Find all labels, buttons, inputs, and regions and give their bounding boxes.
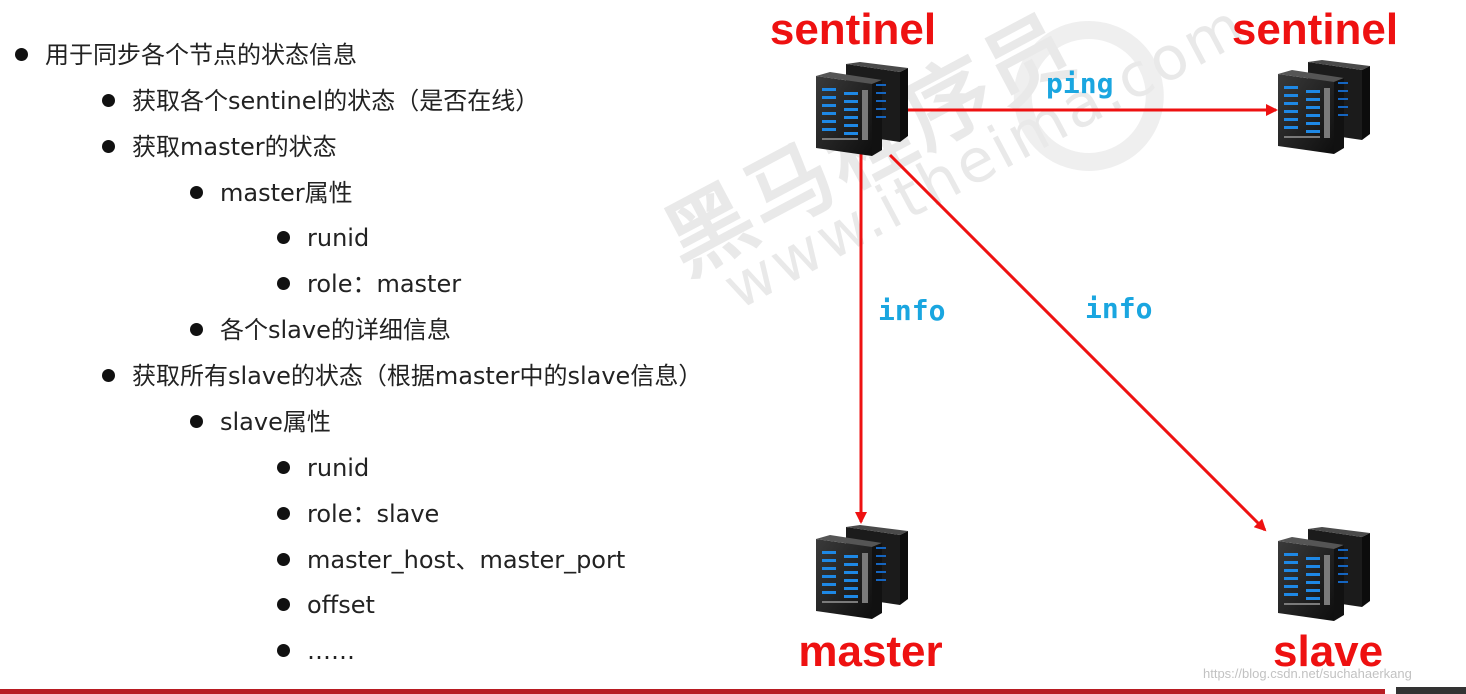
master-server-icon — [816, 525, 908, 619]
bullet-text: …… — [307, 637, 355, 665]
edge-label-info-master: info — [878, 294, 946, 327]
bullet-item: …… — [277, 634, 355, 668]
bullet-dot-icon — [277, 598, 290, 611]
bullet-dot-icon — [190, 323, 203, 336]
bullet-text: 获取各个sentinel的状态（是否在线） — [132, 87, 540, 115]
bullet-text: role：slave — [307, 500, 440, 528]
bullet-item: 各个slave的详细信息 — [190, 313, 451, 347]
bullet-item: master_host、master_port — [277, 543, 625, 577]
node-label-sentinel-b: sentinel — [1231, 5, 1399, 54]
bullet-item: 获取所有slave的状态（根据master中的slave信息） — [102, 359, 702, 393]
bullet-item: 用于同步各个节点的状态信息 — [15, 38, 357, 72]
bullet-text: 用于同步各个节点的状态信息 — [45, 41, 357, 69]
bullet-dot-icon — [190, 186, 203, 199]
bullet-dot-icon — [102, 369, 115, 382]
sentinel-a-server-icon — [816, 62, 908, 156]
bullet-text: runid — [307, 454, 370, 482]
bullet-item: runid — [277, 451, 369, 485]
bullet-dot-icon — [277, 277, 290, 290]
edge-label-info-slave: info — [1085, 292, 1153, 325]
bullet-dot-icon — [102, 94, 115, 107]
node-label-sentinel-a: sentinel — [769, 5, 937, 54]
bullet-item: master属性 — [190, 176, 353, 210]
bullet-text: 各个slave的详细信息 — [220, 316, 451, 344]
bullet-dot-icon — [277, 644, 290, 657]
footer-bar — [0, 689, 1385, 694]
footer-corner — [1396, 687, 1466, 694]
bullet-text: role：master — [307, 270, 462, 298]
bullet-item: runid — [277, 221, 369, 255]
bullet-dot-icon — [277, 507, 290, 520]
node-label-master: master — [798, 627, 943, 676]
slave-server-icon — [1278, 527, 1370, 621]
bullet-item: 获取master的状态 — [102, 130, 337, 164]
edge-label-ping: ping — [1046, 67, 1114, 100]
bullet-text: runid — [307, 224, 370, 252]
bullet-text: 获取master的状态 — [132, 133, 337, 161]
bullet-dot-icon — [277, 461, 290, 474]
node-label-slave: slave — [1273, 627, 1384, 676]
source-credit: https://blog.csdn.net/suchahaerkang — [1203, 666, 1412, 681]
bullet-item: slave属性 — [190, 405, 331, 439]
bullet-text: master_host、master_port — [307, 546, 626, 574]
bullet-text: master属性 — [220, 179, 353, 207]
bullet-item: role：master — [277, 267, 461, 301]
edge-info-slave-arrow — [888, 153, 1267, 532]
bullet-text: slave属性 — [220, 408, 331, 436]
bullet-dot-icon — [102, 140, 115, 153]
bullet-item: offset — [277, 588, 375, 622]
bullet-dot-icon — [277, 553, 290, 566]
bullet-text: 获取所有slave的状态（根据master中的slave信息） — [132, 362, 703, 390]
bullet-text: offset — [307, 591, 375, 619]
bullet-dot-icon — [277, 231, 290, 244]
bullet-item: 获取各个sentinel的状态（是否在线） — [102, 84, 539, 118]
bullet-dot-icon — [190, 415, 203, 428]
sentinel-b-server-icon — [1278, 60, 1370, 154]
bullet-dot-icon — [15, 48, 28, 61]
bullet-item: role：slave — [277, 497, 439, 531]
